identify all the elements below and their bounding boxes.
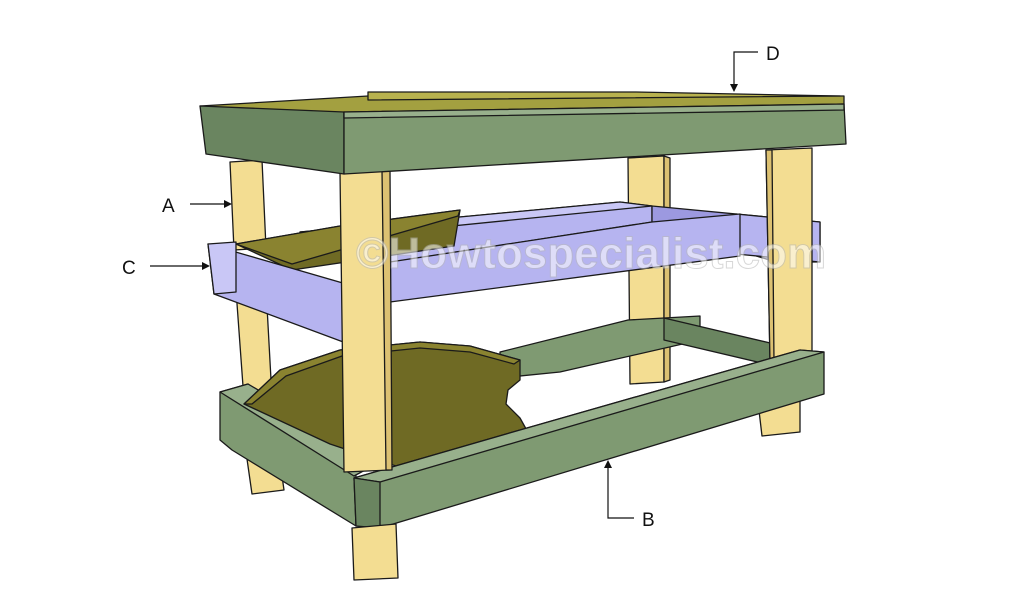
callout-c-arrowhead bbox=[202, 262, 210, 270]
bottom-frame-back bbox=[499, 315, 801, 379]
brace-front-rail-end bbox=[207, 241, 237, 295]
callout-b-line bbox=[607, 466, 634, 519]
front-left-leg-group bbox=[339, 169, 399, 581]
watermark: ©Howtospecialist.com bbox=[356, 229, 826, 278]
callout-b-label: B bbox=[642, 510, 655, 531]
bottom-shelf-top bbox=[243, 341, 521, 405]
tabletop-left-side bbox=[199, 105, 345, 175]
leg-front-left-foot bbox=[351, 523, 399, 581]
callout-c-label: C bbox=[122, 258, 136, 279]
callout-a-label: A bbox=[162, 196, 175, 217]
tabletop-front-edge bbox=[343, 103, 845, 119]
callout-b: B bbox=[604, 460, 655, 531]
callout-a-arrowhead bbox=[224, 200, 232, 208]
right-legs bbox=[757, 147, 813, 437]
leg-back-left bbox=[229, 159, 267, 251]
bottom-frame bbox=[219, 341, 825, 529]
tabletop bbox=[199, 91, 847, 175]
callout-a: A bbox=[162, 196, 232, 217]
tabletop-board-strip bbox=[367, 91, 841, 101]
callout-d-label: D bbox=[766, 44, 780, 65]
callout-d-arrowhead bbox=[730, 84, 738, 92]
callout-b-arrowhead bbox=[604, 460, 612, 468]
callout-d: D bbox=[730, 44, 780, 92]
bottom-front-rail-end bbox=[353, 477, 381, 529]
callout-d-line bbox=[733, 51, 758, 88]
callout-c: C bbox=[122, 258, 210, 279]
